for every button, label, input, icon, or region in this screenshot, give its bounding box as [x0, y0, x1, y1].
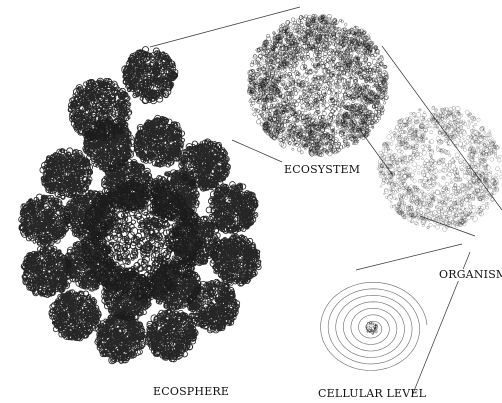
cluster-blob — [40, 148, 93, 200]
ecosystem-label: ECOSYSTEM — [283, 164, 361, 176]
cellular-level-label: CELLULAR LEVEL — [317, 388, 427, 400]
cluster-blob — [49, 290, 101, 341]
cellular-spiral — [321, 282, 427, 370]
ecosphere-label: ECOSPHERE — [152, 386, 230, 398]
ecosphere-cluster — [19, 46, 262, 363]
cluster-blob — [336, 102, 374, 140]
cluster-blob — [432, 107, 466, 140]
cluster-blob — [145, 309, 198, 362]
cluster-blob — [122, 46, 178, 103]
connector-line — [232, 140, 282, 162]
cluster-blob — [19, 194, 70, 247]
cluster-blob — [68, 78, 132, 141]
connector-line — [356, 244, 462, 270]
cluster-blob — [95, 311, 147, 364]
ecosystem-cluster — [247, 14, 388, 156]
cluster-blob — [210, 234, 261, 286]
organism-label: ORGANISM — [438, 269, 502, 281]
cluster-blob — [300, 14, 337, 52]
cluster-blob — [21, 245, 72, 298]
cluster-blob — [134, 115, 185, 167]
